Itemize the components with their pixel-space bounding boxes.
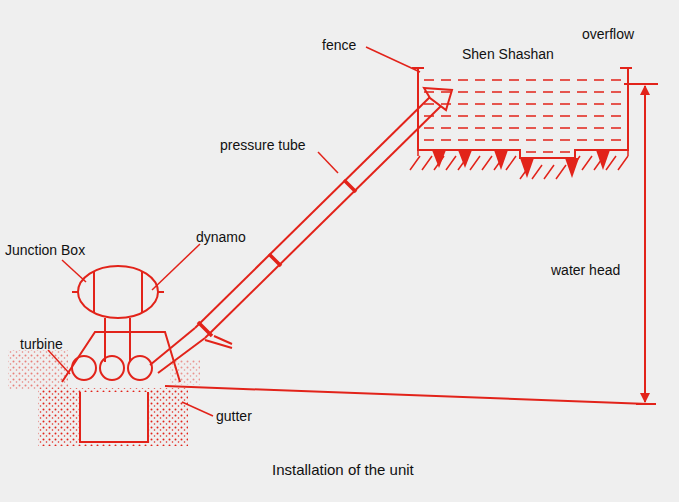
water-surface	[424, 80, 622, 152]
ground-line	[165, 386, 648, 404]
turbine-housing	[62, 318, 180, 382]
part-label: overflow	[582, 26, 634, 42]
water-head-arrow	[644, 86, 646, 402]
leader-lines	[48, 47, 420, 416]
part-label: pressure tube	[220, 137, 306, 153]
reservoir-name: Shen Shashan	[462, 46, 554, 62]
part-label: Junction Box	[5, 242, 85, 258]
tank-wall	[418, 68, 628, 158]
part-label: turbine	[20, 336, 63, 352]
tank-rim	[412, 67, 632, 69]
part-label: gutter	[216, 408, 252, 424]
dynamo-body	[72, 266, 164, 318]
water-head-ticks	[624, 84, 658, 404]
soil-speckle	[8, 350, 200, 390]
dimension-label: water head	[551, 262, 620, 278]
part-label: fence	[322, 37, 356, 53]
reservoir-tank: Shen Shashan	[410, 40, 635, 158]
figure-caption: Installation of the unit	[272, 462, 414, 478]
tube-joints	[198, 180, 356, 336]
gutter-foundation	[38, 388, 188, 446]
part-label: dynamo	[196, 229, 246, 245]
pressure-tube	[195, 88, 452, 338]
